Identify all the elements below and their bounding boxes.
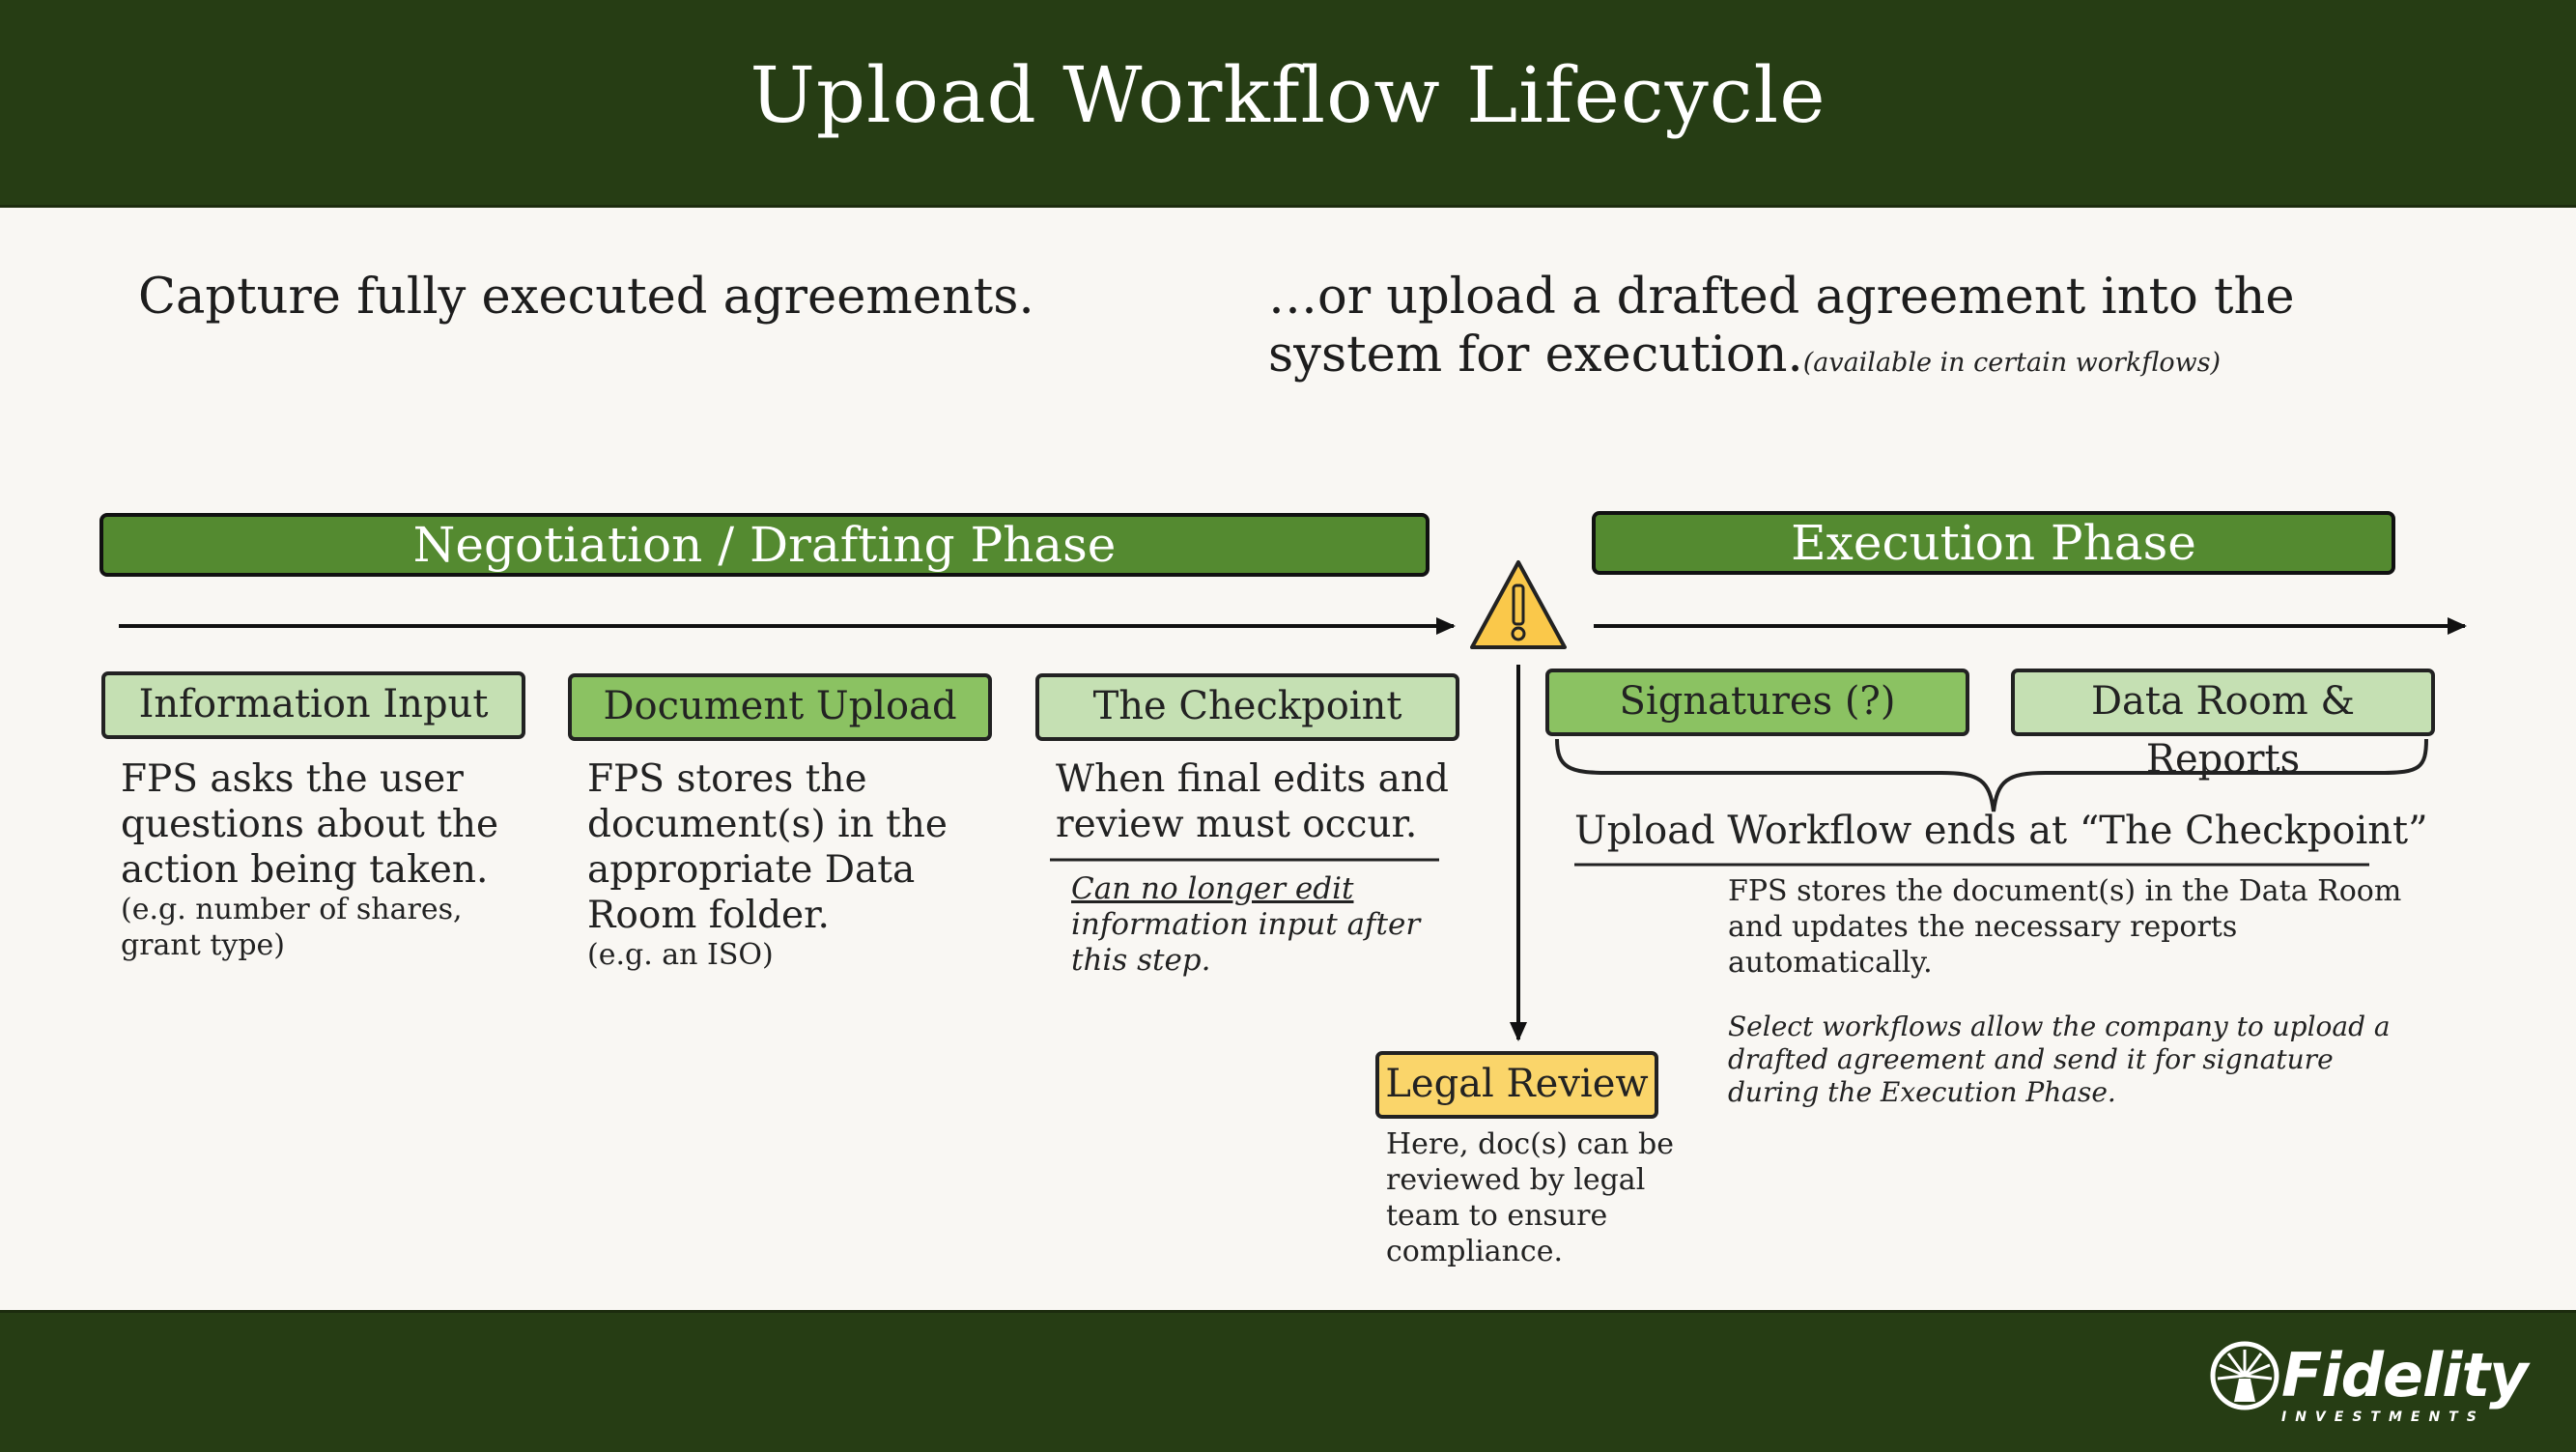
execution-desc: FPS stores the document(s) in the Data R… (1728, 873, 2401, 981)
signatures-box: Signatures (?) (1545, 669, 1969, 736)
legal-review-box: Legal Review (1375, 1051, 1658, 1119)
note-line: drafted agreement and send it for signat… (1728, 1043, 2334, 1075)
footer-bar: Fidelity INVESTMENTS (0, 1310, 2576, 1452)
fidelity-brand: Fidelity (2281, 1340, 2529, 1410)
note-line: this step. (1071, 943, 1211, 978)
desc-line: FPS stores the (587, 757, 867, 801)
intro-right-line1: …or upload a drafted agreement into the (1268, 269, 2295, 326)
legal-review-desc: Here, doc(s) can be reviewed by legal te… (1386, 1126, 1674, 1269)
page-title: Upload Workflow Lifecycle (750, 50, 1826, 140)
intro-left: Capture fully executed agreements. (138, 269, 1034, 326)
desc-line: questions about the (121, 803, 499, 846)
desc-line: FPS stores the document(s) in the Data R… (1728, 874, 2402, 908)
document-upload-desc: FPS stores the document(s) in the approp… (587, 756, 948, 938)
desc-line: compliance. (1386, 1235, 1564, 1268)
execution-brace (1555, 738, 2428, 812)
document-upload-box: Document Upload (568, 673, 992, 741)
note-line: information input after (1071, 907, 1421, 942)
desc-line: team to ensure (1386, 1199, 1608, 1233)
desc-line: reviewed by legal (1386, 1163, 1646, 1197)
desc-line: Here, doc(s) can be (1386, 1127, 1674, 1161)
data-room-reports-box: Data Room & Reports (2011, 669, 2435, 782)
desc-line: Room folder. (587, 894, 830, 937)
execution-note: Select workflows allow the company to up… (1728, 1011, 2391, 1109)
fidelity-brand-sub: INVESTMENTS (2281, 1409, 2485, 1425)
desc-line: FPS asks the user (121, 757, 464, 801)
information-input-note: (e.g. number of shares, grant type) (121, 892, 463, 963)
desc-line: appropriate Data (587, 848, 916, 892)
warning-icon (1470, 560, 1567, 649)
note-line: Select workflows allow the company to up… (1728, 1011, 2391, 1042)
desc-line: and updates the necessary reports (1728, 910, 2238, 944)
intro-right-line2-text: system for execution. (1268, 327, 1803, 384)
checkpoint-note: Can no longer edit information input aft… (1071, 871, 1420, 979)
document-upload-note: (e.g. an ISO) (587, 937, 774, 973)
desc-line: document(s) in the (587, 803, 948, 846)
note-line: during the Execution Phase. (1728, 1076, 2116, 1108)
desc-line: automatically. (1728, 946, 1933, 980)
header-bar: Upload Workflow Lifecycle (0, 0, 2576, 208)
desc-line: When final edits and (1056, 757, 1449, 801)
availability-note: (available in certain workflows) (1802, 348, 2222, 378)
note-line: (e.g. an ISO) (587, 938, 774, 972)
intro-right-line2: system for execution.(available in certa… (1268, 327, 2221, 384)
execution-phase-bar: Execution Phase (1592, 511, 2395, 575)
information-input-box: Information Input (101, 671, 525, 739)
negotiation-phase-bar: Negotiation / Drafting Phase (99, 513, 1430, 577)
desc-line: action being taken. (121, 848, 489, 892)
note-line: grant type) (121, 928, 286, 962)
fidelity-logo-icon (2207, 1338, 2282, 1413)
checkpoint-box: The Checkpoint (1035, 673, 1459, 741)
note-line: (e.g. number of shares, (121, 893, 463, 926)
desc-line: review must occur. (1056, 803, 1418, 846)
workflow-ends-label: Upload Workflow ends at “The Checkpoint” (1574, 809, 2428, 853)
checkpoint-desc: When final edits and review must occur. (1056, 756, 1449, 847)
information-input-desc: FPS asks the user questions about the ac… (121, 756, 498, 893)
note-line: Can no longer edit (1071, 871, 1354, 906)
